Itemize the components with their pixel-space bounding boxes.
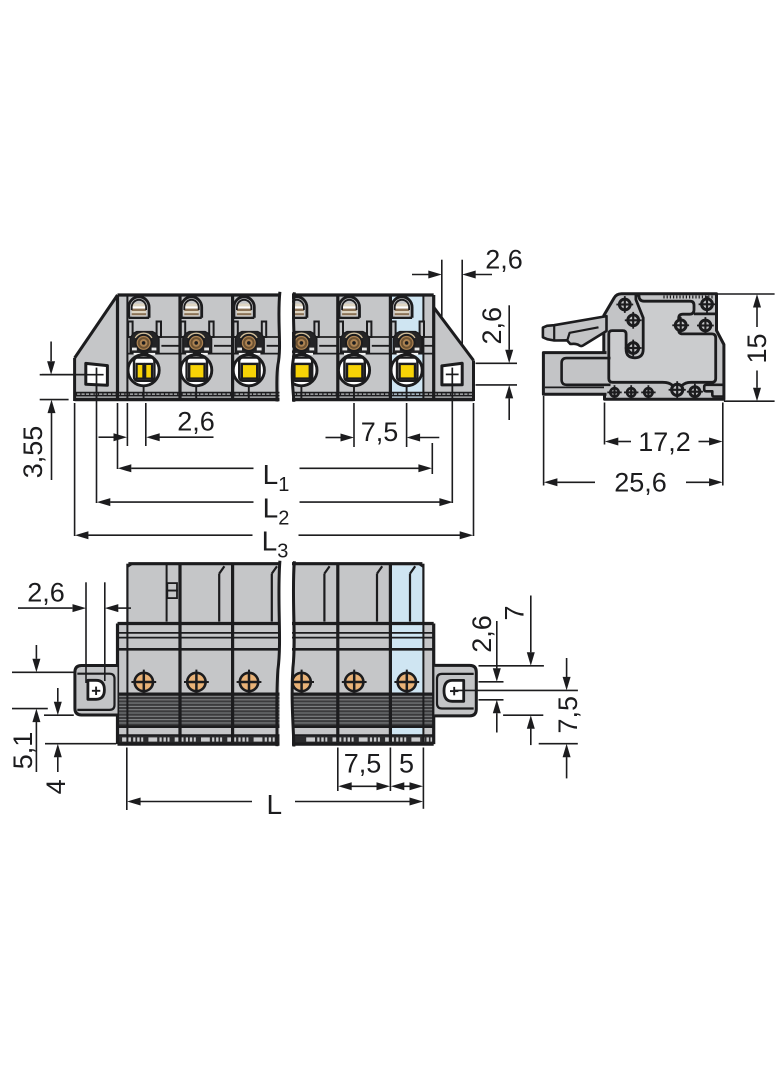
- svg-text:25,6: 25,6: [614, 468, 667, 498]
- svg-text:L: L: [267, 789, 283, 820]
- svg-text:5,1: 5,1: [8, 732, 38, 770]
- svg-text:2,6: 2,6: [177, 407, 215, 437]
- svg-text:2,6: 2,6: [477, 307, 507, 345]
- svg-text:5: 5: [399, 749, 414, 779]
- svg-text:17,2: 17,2: [638, 427, 691, 457]
- svg-text:2,6: 2,6: [27, 578, 65, 608]
- svg-text:7,5: 7,5: [553, 696, 583, 734]
- svg-text:2,6: 2,6: [467, 615, 497, 653]
- svg-text:2,6: 2,6: [485, 245, 523, 275]
- svg-text:7: 7: [500, 605, 530, 620]
- svg-text:3,55: 3,55: [18, 426, 48, 479]
- svg-text:4: 4: [41, 779, 71, 794]
- svg-text:7,5: 7,5: [361, 417, 399, 447]
- svg-text:15: 15: [742, 333, 772, 363]
- svg-text:7,5: 7,5: [344, 749, 382, 779]
